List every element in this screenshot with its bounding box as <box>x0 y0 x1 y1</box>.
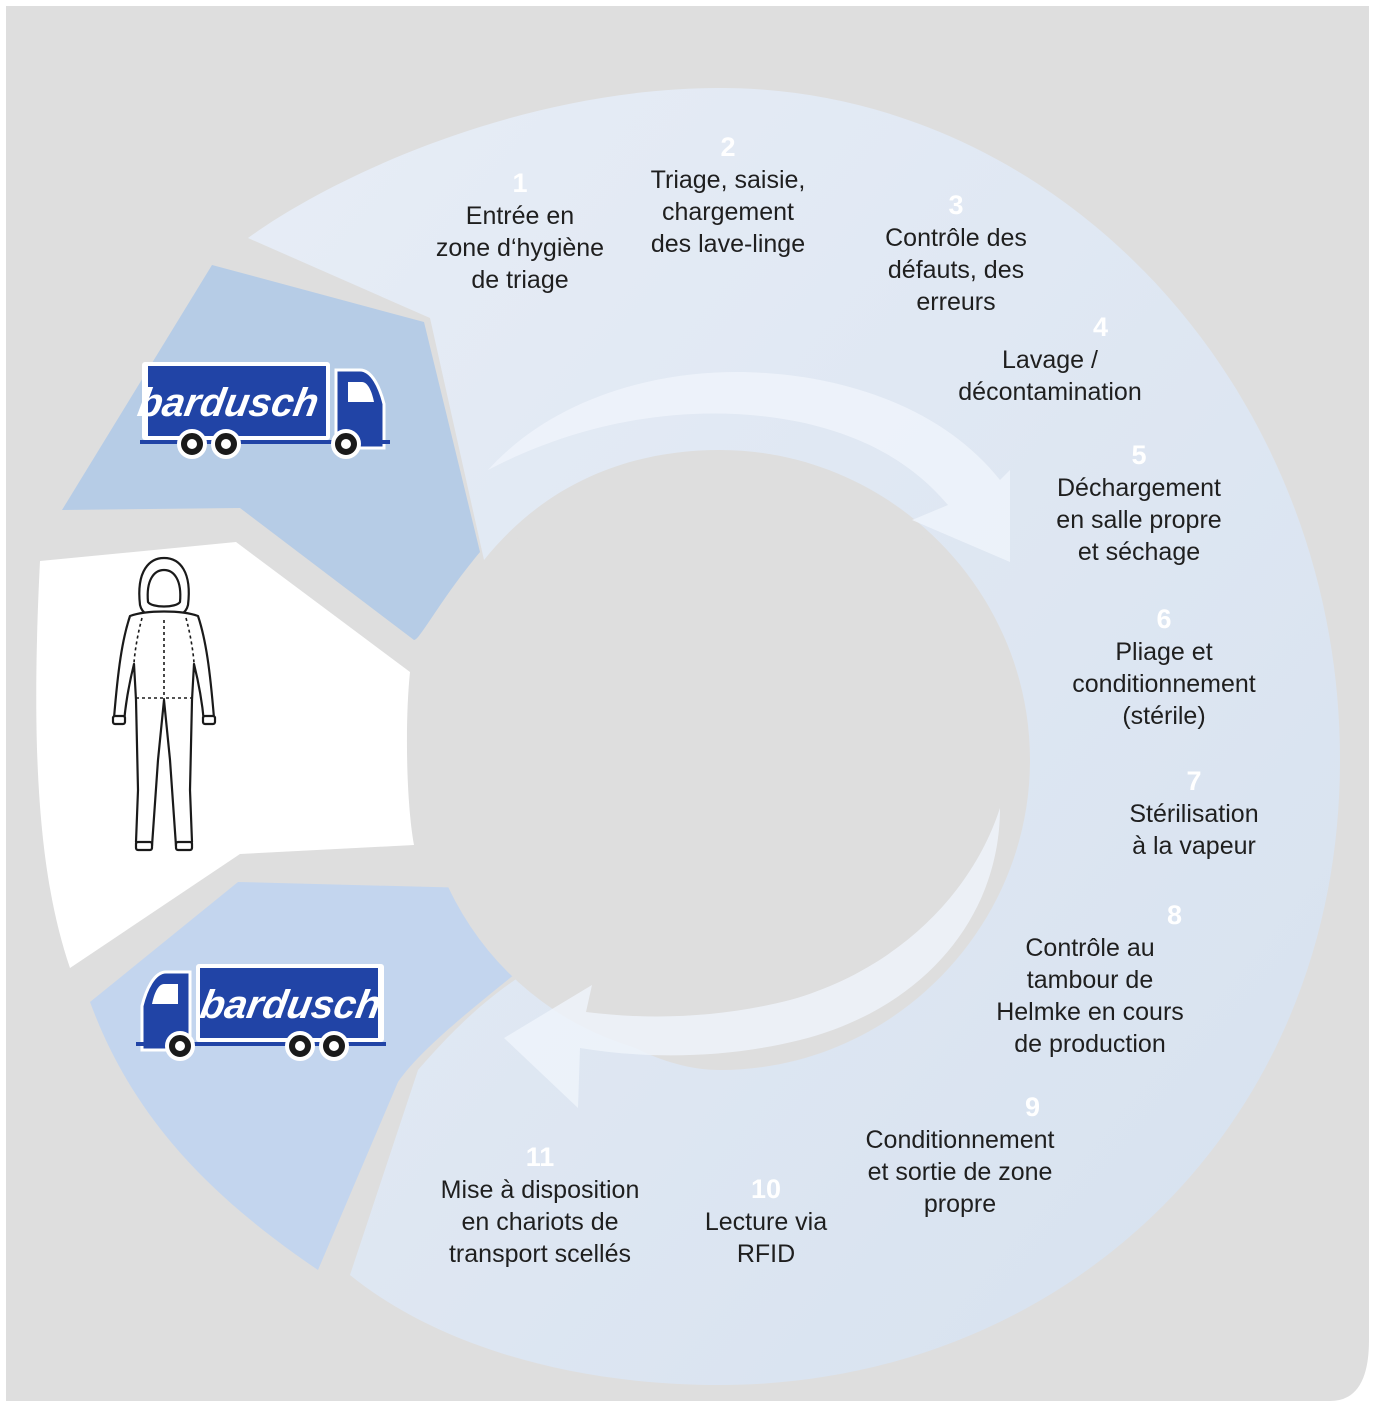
step-label: Stérilisation à la vapeur <box>1129 800 1259 860</box>
step-number: 9 <box>1024 1092 1040 1122</box>
step-label: Lecture via RFID <box>704 1208 828 1268</box>
step-10: 10 Lecture via RFID <box>686 1174 846 1270</box>
clockwise-arrow-icon <box>504 808 1000 1108</box>
step-number: 10 <box>750 1174 782 1204</box>
truck-logo-top: bardusch <box>135 380 323 425</box>
process-ring <box>248 88 1340 1385</box>
center-hole <box>420 460 1020 1060</box>
step-11: 11 Mise à disposition en chariots de tra… <box>420 1142 660 1270</box>
step-label: Mise à disposition en chariots de transp… <box>440 1176 640 1268</box>
delivery-truck-icon: bardusch <box>135 362 390 459</box>
truck-logo-bottom: bardusch <box>197 982 385 1027</box>
step-8: 8 Contrôle au tambour de Helmke en cours… <box>970 900 1210 1060</box>
step-number: 8 <box>1166 900 1182 930</box>
step-number: 5 <box>1131 440 1147 470</box>
step-label: Contrôle au tambour de Helmke en cours d… <box>996 934 1184 1058</box>
step-number: 6 <box>1156 604 1172 634</box>
step-6: 6 Pliage et conditionnement (stérile) <box>1054 604 1274 732</box>
step-number: 2 <box>720 132 736 162</box>
step-label: Lavage / décontamination <box>958 346 1142 406</box>
step-number: 7 <box>1186 766 1202 796</box>
step-7: 7 Stérilisation à la vapeur <box>1094 766 1294 862</box>
step-9: 9 Conditionnement et sortie de zone prop… <box>830 1092 1090 1220</box>
step-label: Pliage et conditionnement (stérile) <box>1072 638 1256 730</box>
step-label: Entrée en zone d‘hygiène de triage <box>435 202 605 294</box>
step-4: 4 Lavage / décontamination <box>930 312 1170 408</box>
step-label: Triage, saisie, chargement des lave-ling… <box>650 166 806 258</box>
truck-segment-top <box>62 265 480 640</box>
step-5: 5 Déchargement en salle propre et séchag… <box>1024 440 1254 568</box>
step-1: 1 Entrée en zone d‘hygiène de triage <box>410 168 630 296</box>
step-3: 3 Contrôle des défauts, des erreurs <box>846 190 1066 318</box>
step-label: Déchargement en salle propre et séchage <box>1056 474 1222 566</box>
step-label: Contrôle des défauts, des erreurs <box>885 224 1027 316</box>
step-label: Conditionnement et sortie de zone propre <box>865 1126 1055 1218</box>
step-number: 3 <box>948 190 964 220</box>
step-number: 1 <box>512 168 528 198</box>
step-2: 2 Triage, saisie, chargement des lave-li… <box>618 132 838 260</box>
step-number: 11 <box>525 1142 555 1172</box>
step-number: 4 <box>1092 312 1108 342</box>
delivery-truck-icon <box>136 964 386 1061</box>
protective-coverall-icon <box>111 556 217 852</box>
clockwise-arrow-icon <box>488 372 1010 562</box>
